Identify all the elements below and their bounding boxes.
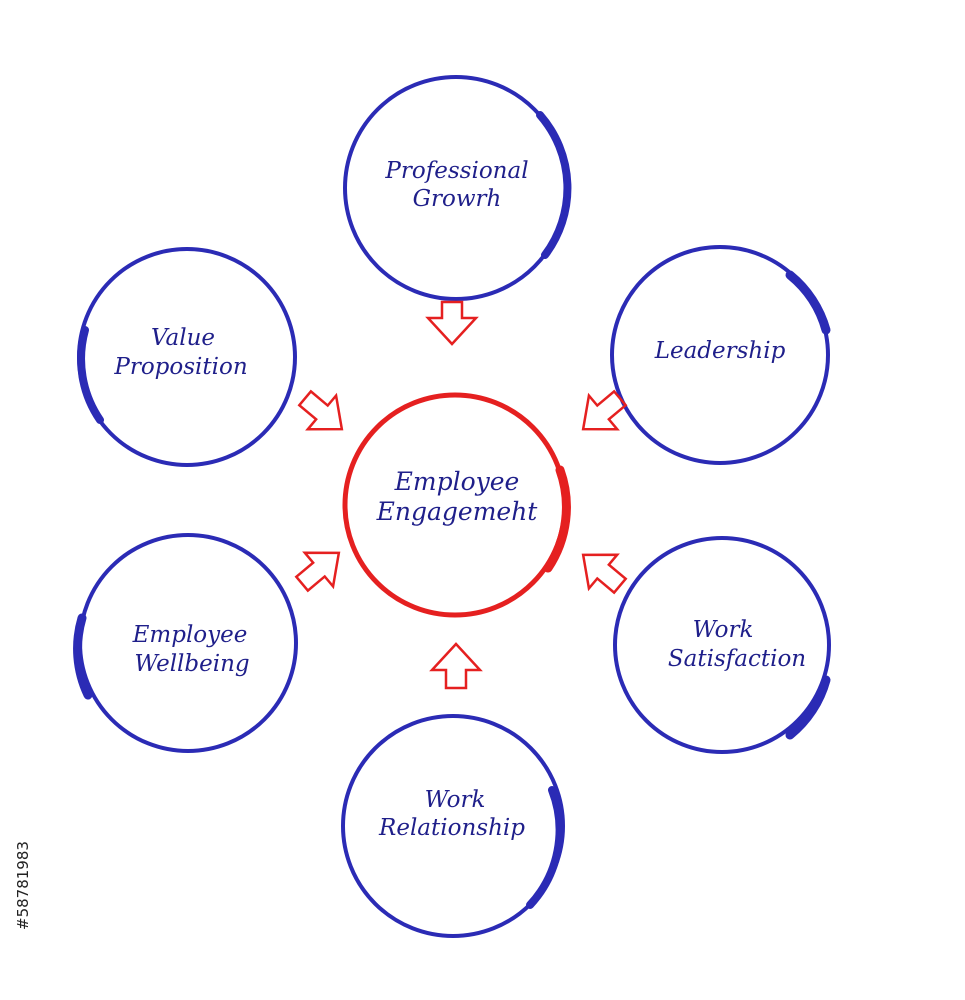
arrows [294, 300, 628, 690]
arrow-from-bottom [429, 642, 483, 690]
node-label-line: Value [151, 325, 215, 351]
node-work-satisfaction: Work Satisfaction [613, 536, 831, 754]
node-label-line: Work [693, 617, 754, 643]
node-label-line: Satisfaction [668, 646, 806, 672]
node-label-line: Employee [132, 622, 248, 648]
center-label-line-1: Employee [394, 467, 520, 496]
node-label-line: Professional [384, 158, 528, 184]
arrow-from-top [425, 300, 479, 346]
node-label-line: Wellbeing [134, 651, 249, 677]
node-label-line: Relationship [378, 815, 525, 841]
stock-id-label: #58781983 [14, 841, 32, 930]
node-employee-wellbeing: Employee Wellbeing [73, 533, 298, 753]
arrow-from-employee-wellbeing [294, 551, 341, 593]
node-work-relationship: Work Relationship [341, 714, 565, 938]
node-leadership: Leadership [610, 245, 831, 465]
center-node: Employee Engagemeht [342, 392, 571, 618]
node-label-line: Work [425, 787, 486, 813]
center-label-line-2: Engagemeht [376, 497, 539, 526]
node-professional-growth: Professional Growrh [343, 75, 572, 301]
arrow-from-work-satisfaction [581, 553, 628, 595]
node-label-line: Growrh [413, 186, 502, 212]
node-label-line: Leadership [654, 338, 786, 364]
node-value-proposition: Value Proposition [77, 247, 297, 467]
arrow-from-value-proposition [297, 389, 344, 431]
arrow-from-leadership [581, 389, 628, 431]
node-label-line: Proposition [113, 354, 247, 380]
